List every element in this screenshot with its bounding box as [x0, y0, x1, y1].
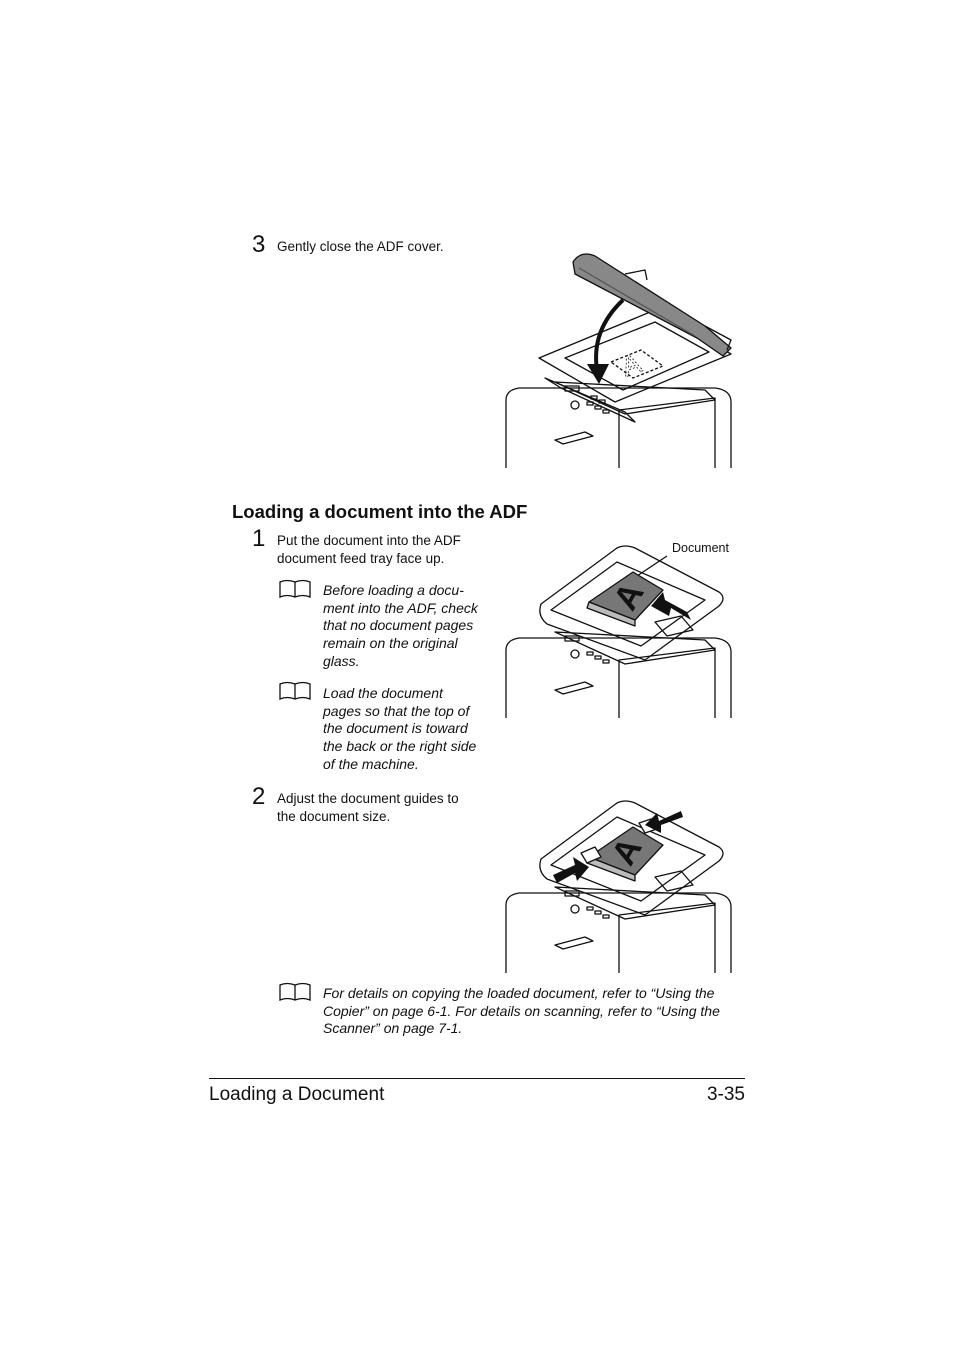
book-note-icon — [279, 579, 311, 598]
note-cross-reference: For details on copying the loaded docume… — [323, 985, 720, 1037]
adf-guide-adjust-illustration: A — [505, 800, 732, 973]
footer-title: Loading a Document — [209, 1084, 385, 1105]
note-document-orientation: Load the document pages so that the top … — [323, 685, 477, 772]
document-callout-label: Document — [672, 541, 729, 555]
step-number-2: 2 — [252, 783, 266, 810]
adf-cover-closing-illustration: A — [505, 253, 732, 468]
footer-page-number: 3-35 — [706, 1084, 745, 1105]
note-check-glass: Before loading a docu- ment into the ADF… — [323, 582, 478, 669]
step-text-2: Adjust the document guides to the docume… — [277, 791, 459, 824]
section-heading: Loading a document into the ADF — [232, 501, 528, 522]
book-note-icon — [279, 681, 311, 700]
book-note-icon — [279, 982, 311, 1001]
adf-document-loading-illustration: A — [505, 545, 732, 718]
step-number-1: 1 — [252, 525, 266, 552]
step-number-3: 3 — [252, 231, 266, 258]
footer-rule — [209, 1078, 745, 1079]
step-text-3: Gently close the ADF cover. — [277, 239, 444, 254]
document-letter: A — [617, 347, 645, 383]
step-text-1: Put the document into the ADF document f… — [277, 533, 461, 566]
